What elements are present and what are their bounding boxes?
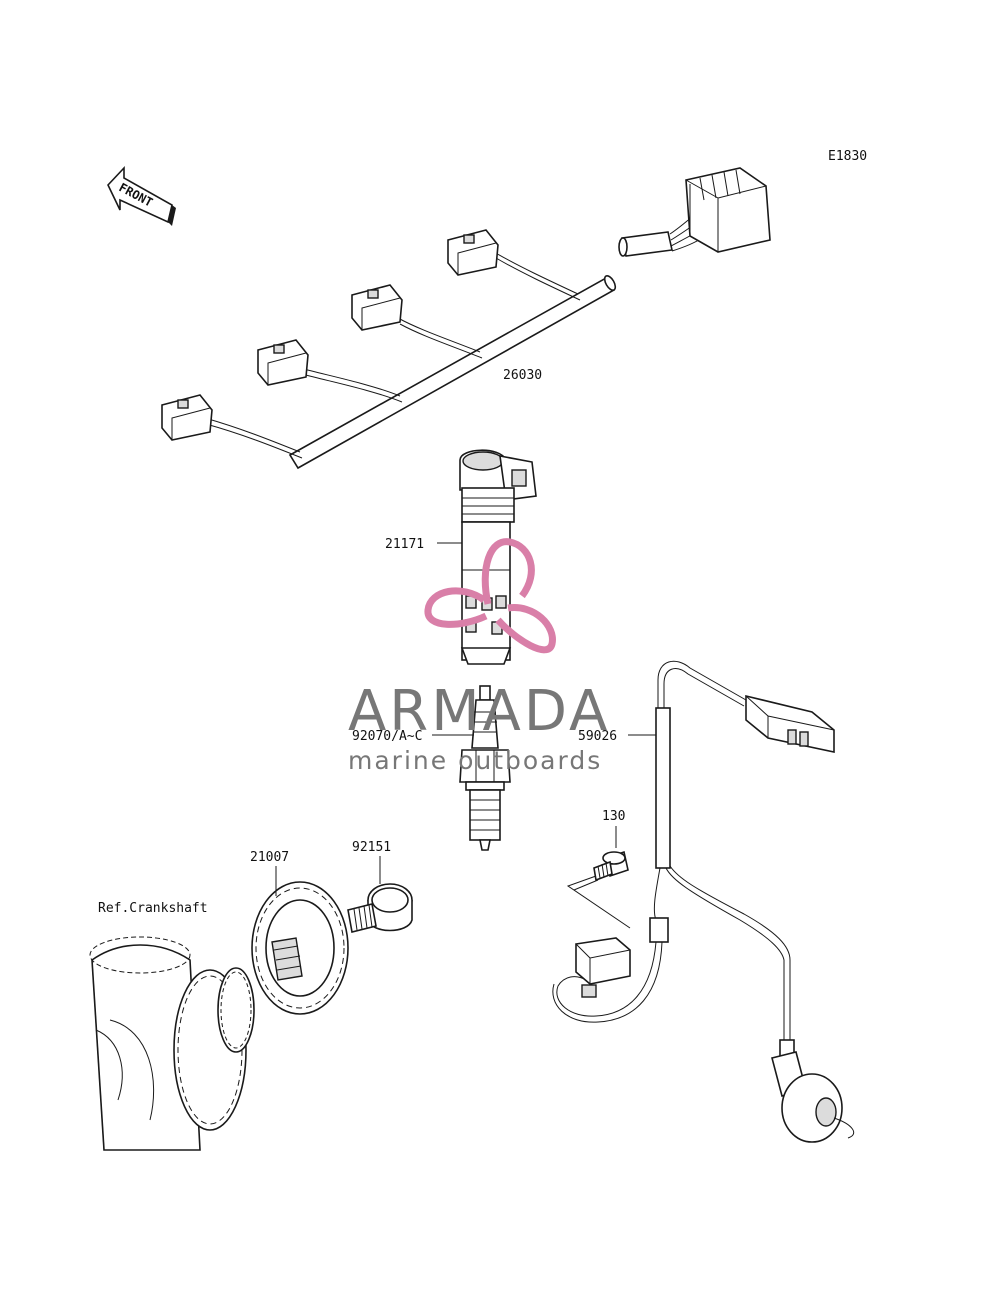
bolt-130 [566, 850, 631, 929]
watermark-tagline: marine outboards [348, 746, 602, 775]
front-arrow-icon: FRONT [107, 165, 176, 226]
spark-plug-92070 [459, 685, 511, 851]
crankshaft-reference [89, 936, 255, 1151]
part-label-130: 130 [602, 809, 625, 824]
reference-label: Ref.Crankshaft [98, 901, 208, 916]
armada-logo: ARMADA marine outboards [348, 538, 610, 775]
part-label-92070: 92070/A~C [352, 729, 422, 744]
ignition-coil-21171 [459, 449, 537, 665]
diagram-code: E1830 [828, 149, 867, 164]
wiring-harness-26030 [161, 167, 771, 470]
propeller-logo-icon [424, 538, 556, 654]
watermark-brand: ARMADA [348, 679, 610, 744]
part-label-21007: 21007 [250, 850, 289, 865]
part-label-59026: 59026 [578, 729, 617, 744]
part-label-26030: 26030 [503, 368, 542, 383]
part-label-21171: 21171 [385, 537, 424, 552]
bolt-92151 [347, 883, 413, 933]
rotor-gear-21007 [251, 881, 349, 1015]
part-label-92151: 92151 [352, 840, 391, 855]
sensor-assembly-59026 [552, 660, 855, 1143]
